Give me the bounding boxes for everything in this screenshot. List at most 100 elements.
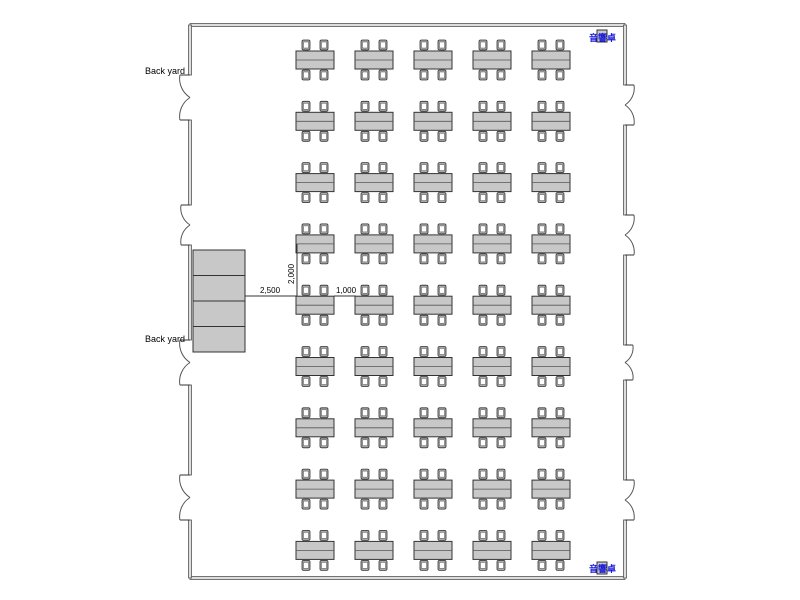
chair bbox=[437, 560, 447, 571]
chair bbox=[419, 162, 429, 174]
table-set bbox=[354, 223, 394, 265]
chair bbox=[478, 376, 488, 387]
chair bbox=[478, 346, 488, 357]
chair bbox=[437, 253, 447, 265]
tables bbox=[295, 39, 571, 571]
chair bbox=[360, 192, 370, 204]
table-set bbox=[354, 100, 394, 142]
table-set bbox=[531, 468, 571, 510]
chair bbox=[555, 162, 565, 174]
chair bbox=[437, 346, 447, 357]
chair bbox=[378, 407, 388, 419]
chair bbox=[419, 223, 429, 235]
chair bbox=[478, 468, 488, 480]
wall-segment bbox=[623, 254, 627, 346]
chair bbox=[378, 560, 388, 571]
chair bbox=[496, 39, 506, 51]
table-set bbox=[413, 284, 453, 326]
chair bbox=[301, 498, 311, 510]
chair bbox=[496, 130, 506, 142]
chair bbox=[360, 39, 370, 51]
chair bbox=[537, 468, 547, 480]
sound-desk-bottom: 音響卓 bbox=[589, 561, 616, 575]
chair bbox=[537, 100, 547, 112]
wall-segment bbox=[623, 24, 627, 86]
chair bbox=[478, 437, 488, 449]
table-set bbox=[354, 407, 394, 449]
chair bbox=[496, 530, 506, 541]
chair bbox=[419, 437, 429, 449]
dimension-label-1000: 1,000 bbox=[336, 286, 357, 295]
chair bbox=[319, 407, 329, 419]
chair bbox=[496, 560, 506, 571]
chair bbox=[419, 100, 429, 112]
chair bbox=[555, 130, 565, 142]
chair bbox=[537, 69, 547, 81]
chair bbox=[537, 284, 547, 296]
chair bbox=[360, 162, 370, 174]
stage-section bbox=[192, 300, 246, 327]
chair bbox=[378, 253, 388, 265]
chair bbox=[496, 253, 506, 265]
chair bbox=[537, 162, 547, 174]
table-set bbox=[413, 346, 453, 387]
table-set bbox=[295, 39, 335, 81]
chair bbox=[496, 346, 506, 357]
table-set bbox=[354, 346, 394, 387]
chair bbox=[555, 376, 565, 387]
chair bbox=[555, 100, 565, 112]
chair bbox=[478, 253, 488, 265]
chair bbox=[319, 192, 329, 204]
chair bbox=[360, 314, 370, 326]
stage-section bbox=[192, 275, 246, 302]
table-set bbox=[472, 530, 512, 571]
chair bbox=[478, 192, 488, 204]
chair bbox=[319, 346, 329, 357]
chair bbox=[319, 284, 329, 296]
chair bbox=[537, 560, 547, 571]
chair bbox=[537, 437, 547, 449]
chair bbox=[378, 346, 388, 357]
table-set bbox=[413, 468, 453, 510]
chair bbox=[301, 560, 311, 571]
chair bbox=[301, 346, 311, 357]
chair bbox=[378, 376, 388, 387]
stage bbox=[192, 249, 246, 353]
table-set bbox=[295, 530, 335, 571]
chair bbox=[478, 39, 488, 51]
table-set bbox=[295, 100, 335, 142]
table-set bbox=[413, 100, 453, 142]
table-set bbox=[413, 530, 453, 571]
wall-segment bbox=[188, 244, 192, 341]
back-yard-label-bottom: Back yard bbox=[145, 334, 185, 344]
chair bbox=[301, 376, 311, 387]
chair bbox=[378, 130, 388, 142]
chair bbox=[555, 530, 565, 541]
wall-segment bbox=[189, 576, 626, 580]
chair bbox=[437, 468, 447, 480]
chair bbox=[360, 376, 370, 387]
chair bbox=[496, 192, 506, 204]
table-set bbox=[295, 284, 335, 326]
table-set bbox=[531, 223, 571, 265]
dimension-lines: 2,500 2,000 1,000 bbox=[245, 244, 357, 297]
chair bbox=[419, 376, 429, 387]
sound-desk-top: 音響卓 bbox=[589, 29, 616, 43]
chair bbox=[537, 223, 547, 235]
table-set bbox=[413, 407, 453, 449]
chair bbox=[360, 130, 370, 142]
chair bbox=[301, 253, 311, 265]
chair bbox=[437, 100, 447, 112]
chair bbox=[319, 39, 329, 51]
chair bbox=[419, 498, 429, 510]
sound-desk-label-top: 音響卓 bbox=[589, 32, 616, 43]
chair bbox=[378, 468, 388, 480]
doors bbox=[179, 74, 635, 521]
table-set bbox=[531, 39, 571, 81]
chair bbox=[360, 284, 370, 296]
chair bbox=[419, 39, 429, 51]
chair bbox=[555, 223, 565, 235]
table-set bbox=[295, 162, 335, 204]
chair bbox=[478, 284, 488, 296]
